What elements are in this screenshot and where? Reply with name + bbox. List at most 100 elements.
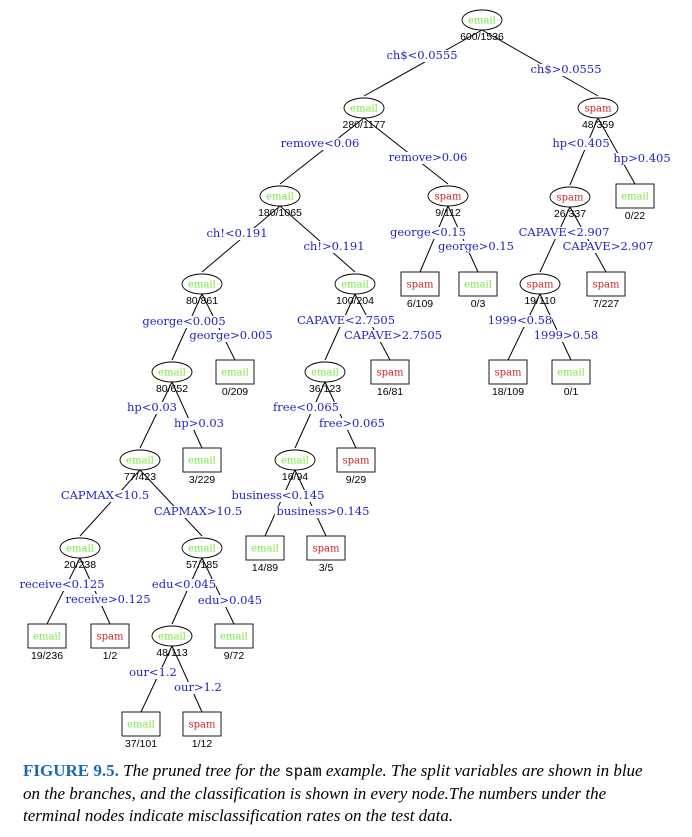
node-class-label: email (341, 280, 369, 291)
tree-branch-n2-n6 (597, 117, 636, 185)
split-label-bg (613, 153, 671, 165)
node-misclassification-count: 19/110 (524, 295, 555, 307)
node-misclassification-count: 16/81 (377, 386, 403, 398)
split-label-bg (17, 579, 107, 591)
split-label-bg (389, 152, 467, 164)
split-label: free<0.065 (273, 400, 339, 414)
node-ellipse (151, 625, 193, 647)
node-class-label: email (350, 104, 378, 115)
caption-text-1: The pruned tree for the (123, 761, 281, 780)
node-box (400, 271, 440, 297)
split-label-bg (302, 241, 366, 253)
tree-node-spam-terminal: spam 6/109 (400, 271, 440, 310)
tree-branch-n29-n32 (171, 645, 203, 713)
split-label: CAPAVE<2.7505 (297, 313, 395, 327)
node-misclassification-count: 37/101 (125, 738, 157, 750)
split-label: ch$>0.0555 (530, 62, 601, 76)
split-label: george>0.15 (438, 239, 514, 253)
tree-branch-n13-n20 (171, 381, 203, 449)
node-ellipse (151, 361, 193, 383)
split-label-bg (63, 594, 153, 606)
tree-branch-n21-n26 (294, 469, 327, 537)
node-box (306, 535, 346, 561)
tree-branch-n15-n22 (324, 381, 357, 449)
split-label: business>0.145 (277, 504, 370, 518)
node-class-label: spam (189, 720, 216, 731)
split-label: george>0.005 (189, 328, 272, 342)
node-class-label: email (221, 368, 249, 379)
split-label: hp>0.405 (613, 151, 670, 165)
node-ellipse (549, 186, 591, 208)
node-box (458, 271, 498, 297)
node-misclassification-count: 77/423 (124, 471, 156, 483)
caption-text-2: example. The split variables are shown i… (23, 761, 643, 825)
node-class-label: spam (407, 280, 434, 291)
node-ellipse (519, 273, 561, 295)
node-class-label: email (281, 456, 309, 467)
node-ellipse (119, 449, 161, 471)
split-label: ch!>0.191 (303, 239, 364, 253)
split-label: edu>0.045 (198, 593, 262, 607)
node-misclassification-count: 180/1065 (258, 207, 302, 219)
node-class-label: spam (593, 280, 620, 291)
node-ellipse (59, 537, 101, 559)
node-misclassification-count: 80/652 (156, 383, 188, 395)
split-label-bg (66, 490, 144, 502)
tree-branch-n5-n12 (569, 206, 607, 273)
node-class-label: email (621, 192, 649, 203)
node-box (121, 711, 161, 737)
node-ellipse (259, 185, 301, 207)
split-label-bg (229, 490, 327, 502)
node-box (90, 623, 130, 649)
split-label: hp>0.03 (174, 416, 224, 430)
split-label-bg (281, 138, 359, 150)
node-misclassification-count: 7/227 (593, 298, 619, 310)
split-label-bg (301, 315, 391, 327)
node-misclassification-count: 280/1177 (342, 119, 385, 131)
split-label: hp<0.405 (552, 136, 609, 150)
tree-branch-n21-n25 (264, 469, 296, 537)
split-label-bg (159, 506, 237, 518)
node-class-label: spam (97, 632, 124, 643)
node-misclassification-count: 6/109 (407, 298, 433, 310)
node-misclassification-count: 57/185 (186, 559, 218, 571)
node-box (336, 447, 376, 473)
decision-tree-diagram: ch$<0.0555ch$>0.0555remove<0.06remove>0.… (17, 9, 671, 750)
node-misclassification-count: 26/337 (554, 208, 586, 220)
node-class-label: spam (377, 368, 404, 379)
node-class-label: spam (343, 456, 370, 467)
node-misclassification-count: 36/123 (309, 383, 341, 395)
node-box (214, 623, 254, 649)
node-class-label: email (188, 280, 216, 291)
tree-node-email-internal: email 180/1065 (258, 185, 302, 219)
split-label-bg (274, 506, 372, 518)
node-class-label: spam (435, 192, 462, 203)
split-label: george<0.005 (142, 314, 225, 328)
split-label: edu<0.045 (152, 577, 216, 591)
node-class-label: spam (527, 280, 554, 291)
node-class-label: email (266, 192, 294, 203)
node-ellipse (274, 449, 316, 471)
split-label: 1999<0.58 (488, 313, 553, 327)
tree-branch-n0-n1 (363, 29, 483, 97)
node-box (215, 359, 255, 385)
split-label-bg (566, 241, 650, 253)
node-class-label: email (464, 280, 492, 291)
split-label: george<0.15 (390, 225, 466, 239)
